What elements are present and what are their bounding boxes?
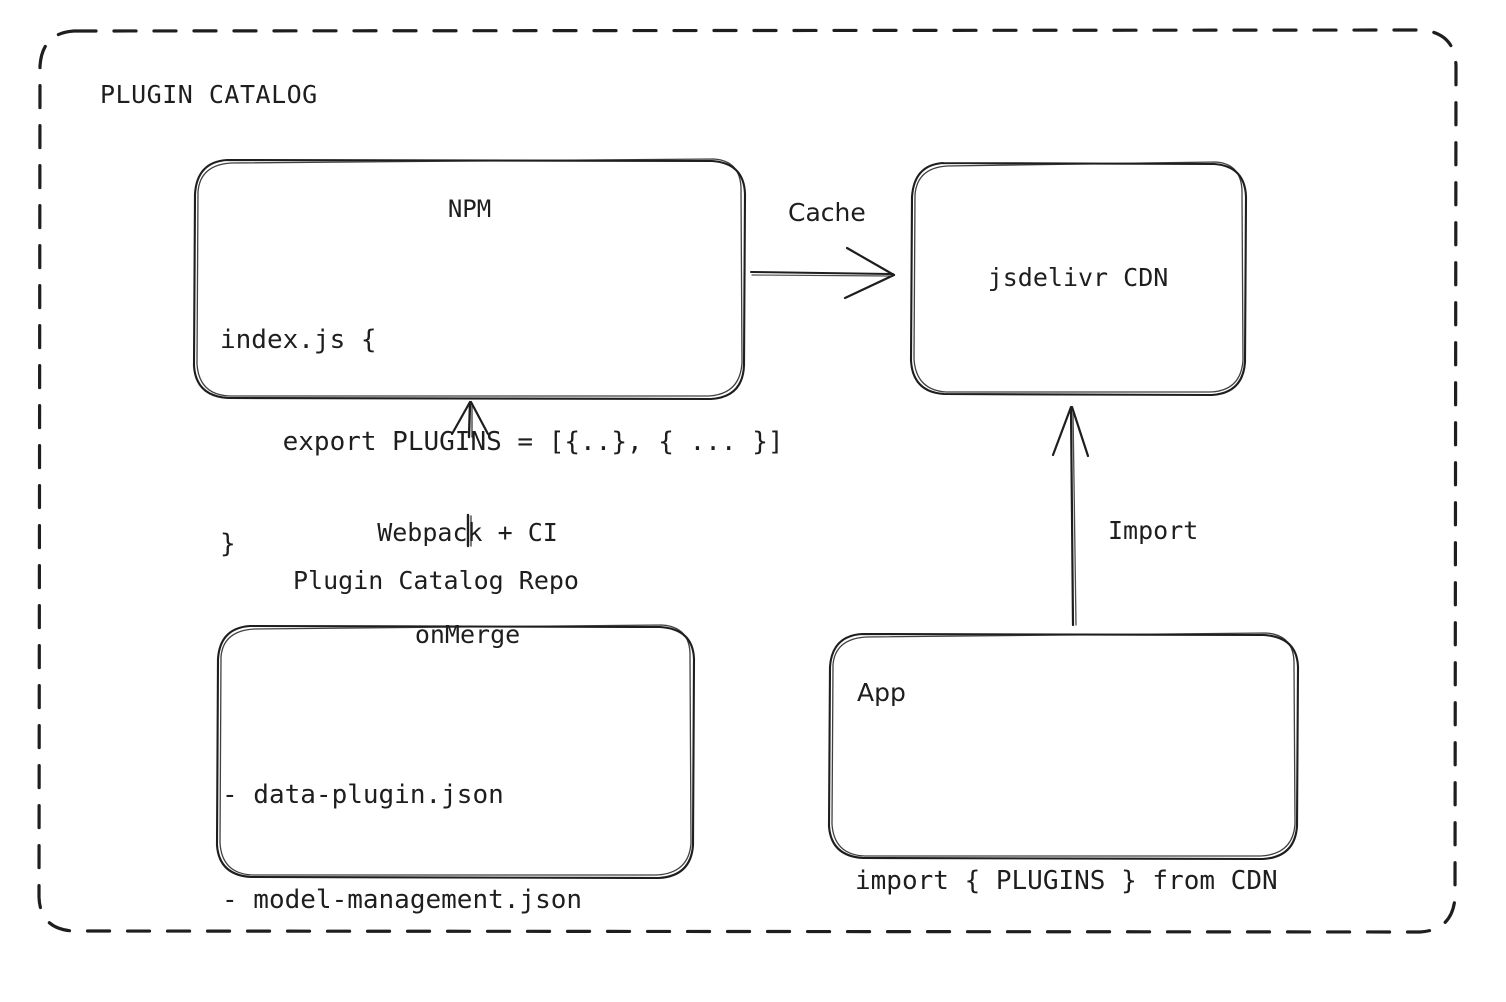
app-code-line: import { PLUGINS } from CDN <box>855 866 1278 896</box>
repo-file-list: - data-plugin.json - model-management.js… <box>222 708 582 1002</box>
arrow-app-to-cdn <box>1051 405 1090 627</box>
npm-code-line: index.js { <box>220 325 377 355</box>
npm-code-line: export PLUGINS = [{..}, { ... }] <box>220 427 784 457</box>
edge-label-webpack-ci: Webpack + CI onMerge <box>280 448 655 720</box>
cdn-node-title: jsdelivr CDN <box>987 263 1169 292</box>
edge-label-cache: Cache <box>788 198 866 227</box>
app-node-title: App <box>857 678 906 707</box>
repo-file-item: - model-management.json <box>222 885 583 915</box>
npm-code-block: index.js { export PLUGINS = [{..}, { ...… <box>220 255 784 629</box>
edge-label-line: Webpack + CI <box>377 518 558 547</box>
edge-label-import: Import <box>1108 516 1199 545</box>
repo-file-item: - data-plugin.json <box>222 780 504 810</box>
npm-code-line: } <box>220 529 236 559</box>
repo-file-item: ... <box>222 988 582 1002</box>
repo-node-caption: Plugin Catalog Repo <box>293 566 579 595</box>
app-code-block: import { PLUGINS } from CDN PLUGINS.forE… <box>855 736 1278 1002</box>
container-title: PLUGIN CATALOG <box>100 80 318 109</box>
edge-label-line: onMerge <box>414 620 521 649</box>
npm-node-title: NPM <box>447 195 492 223</box>
